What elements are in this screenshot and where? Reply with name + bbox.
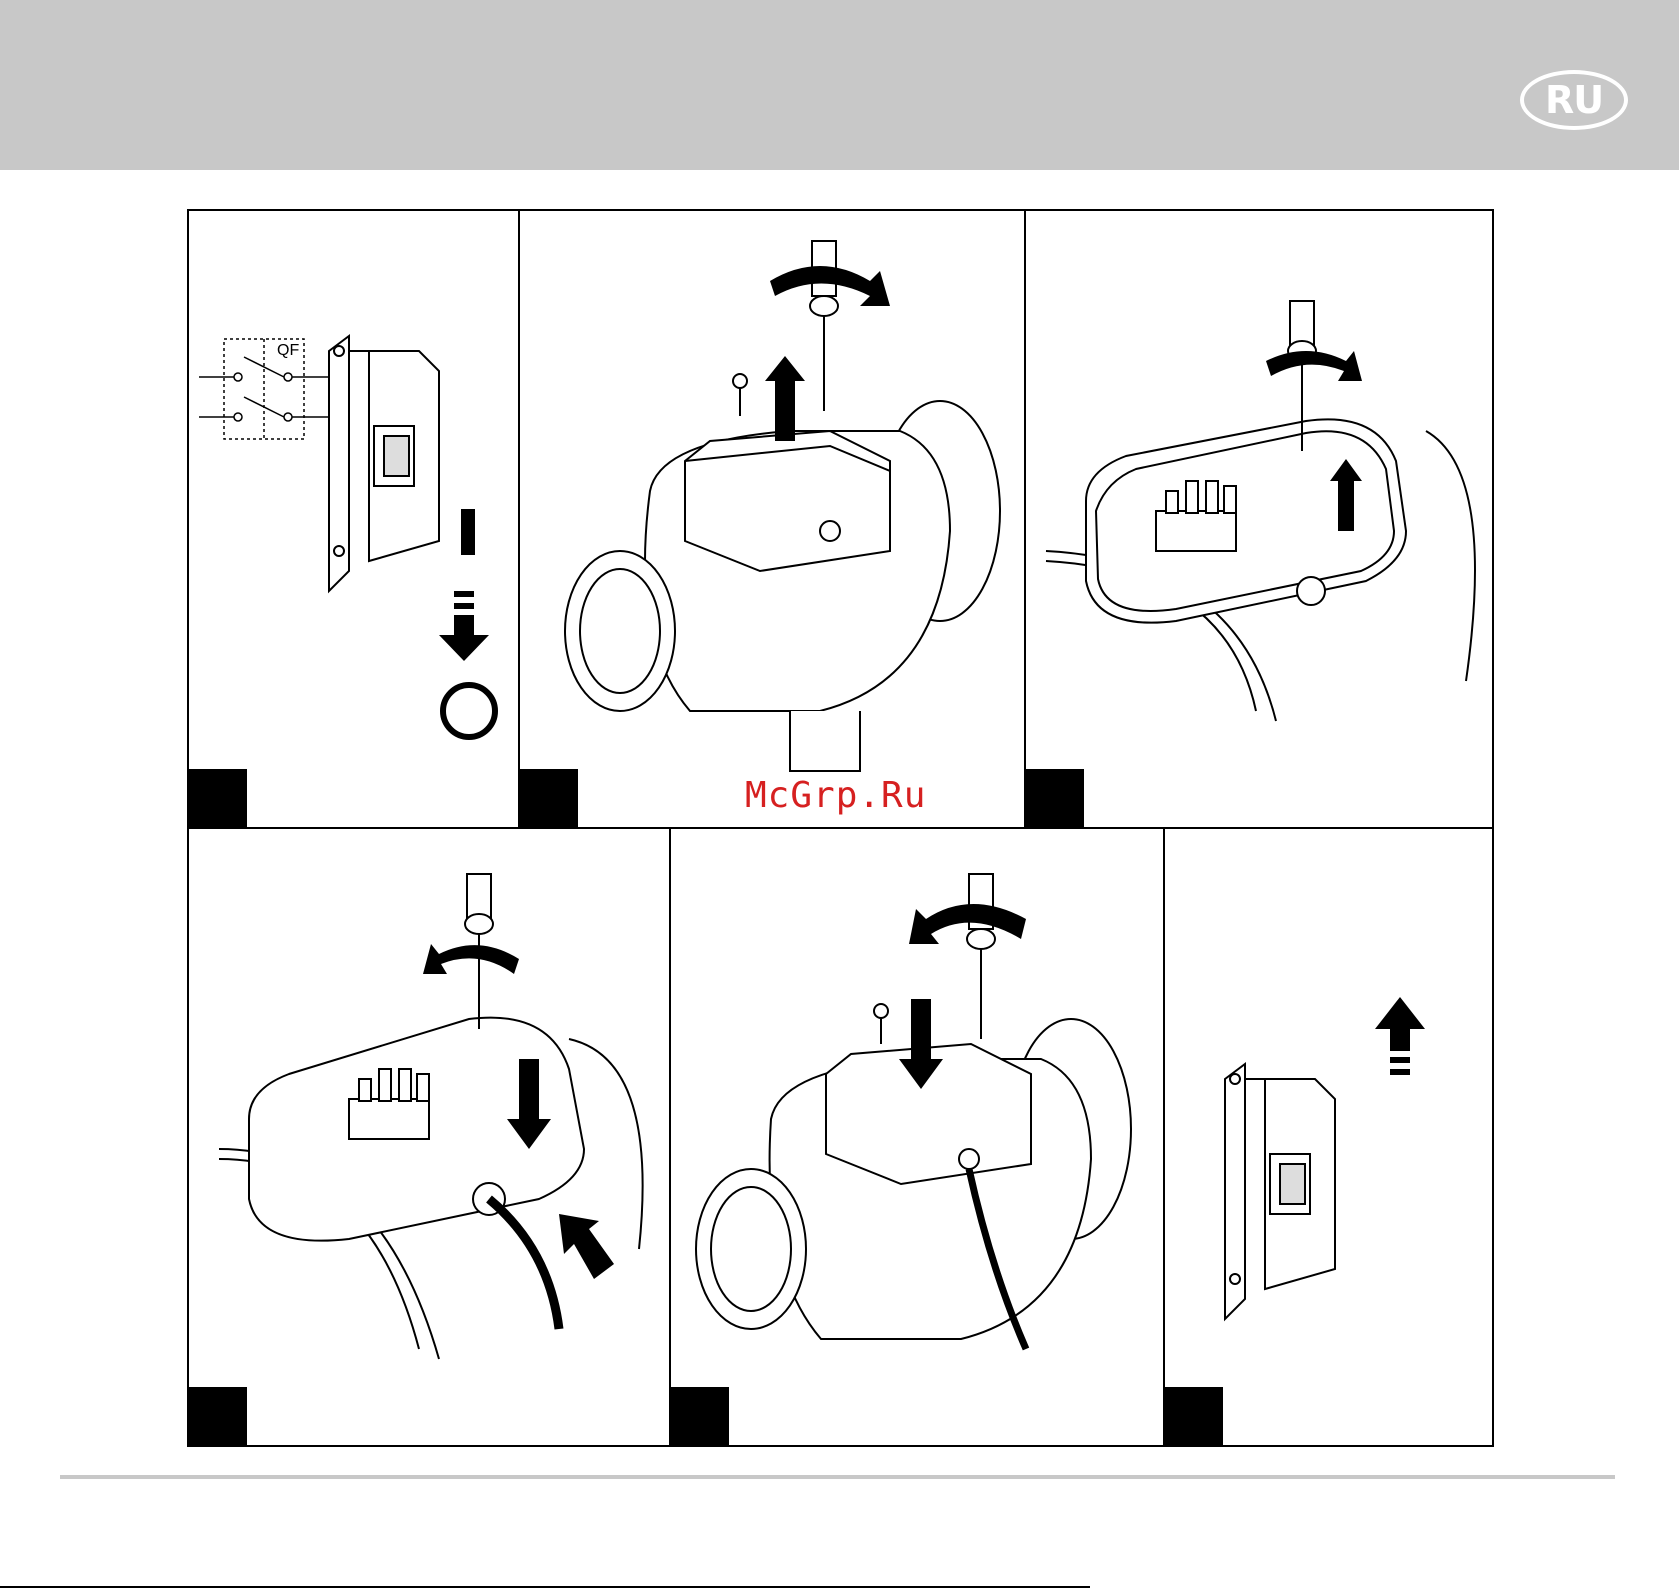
screwdriver-icon (967, 874, 995, 1039)
rotate-arrow-icon (1266, 351, 1362, 381)
panel-step-3 (1024, 209, 1494, 829)
breaker-schematic-icon (199, 339, 329, 439)
step-number-box (1165, 1387, 1223, 1445)
step-number-box (189, 769, 247, 827)
rotate-arrow-icon (423, 944, 519, 974)
step-number-box (520, 769, 578, 827)
panel-step-5 (669, 827, 1165, 1447)
inline-duct-fan-icon (565, 401, 1000, 771)
circuit-breaker-icon (329, 336, 439, 591)
screw-icon (874, 1004, 888, 1044)
on-symbol-icon (461, 509, 475, 555)
step-number-box (671, 1387, 729, 1445)
breaker-off-illustration: QF (189, 211, 520, 829)
down-arrow-icon (439, 591, 489, 661)
panel-step-4 (187, 827, 671, 1447)
wire-connect-illustration (189, 829, 671, 1447)
up-arrow-icon (765, 356, 805, 441)
breaker-label: QF (277, 342, 299, 359)
up-arrow-icon (559, 1214, 614, 1279)
breaker-on-illustration (1165, 829, 1494, 1447)
fan-open-illustration (520, 211, 1026, 829)
language-badge: RU (1520, 70, 1628, 130)
power-cable-icon (489, 1199, 559, 1329)
circuit-breaker-icon (1225, 1064, 1335, 1319)
terminal-block-icon (1156, 481, 1236, 551)
terminal-open-illustration (1026, 211, 1494, 829)
terminal-block-icon (349, 1069, 429, 1139)
panel-step-1: QF (187, 209, 520, 829)
step-number-box (189, 1387, 247, 1445)
up-arrow-icon (1375, 997, 1425, 1075)
panel-step-6 (1163, 827, 1494, 1447)
footer-rule (60, 1475, 1615, 1479)
header-band (0, 0, 1679, 170)
terminal-box-icon (1086, 419, 1406, 622)
watermark: McGrp.Ru (745, 775, 926, 816)
screw-icon (733, 374, 747, 416)
panel-step-2 (518, 209, 1026, 829)
fan-close-illustration (671, 829, 1165, 1447)
step-number-box (1026, 769, 1084, 827)
off-symbol-icon (443, 685, 495, 737)
